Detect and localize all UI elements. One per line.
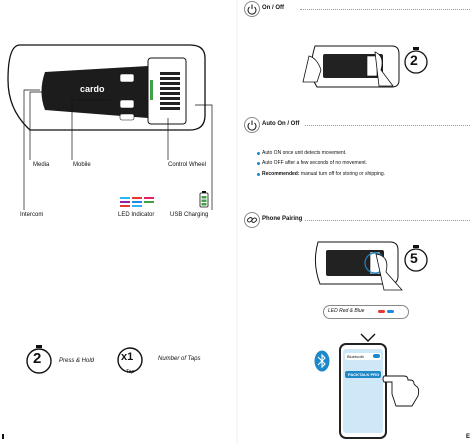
on-off-seconds: 2 bbox=[410, 52, 418, 68]
power-icon bbox=[244, 1, 260, 17]
bluetooth-icon bbox=[314, 350, 330, 372]
page-mark bbox=[2, 434, 4, 439]
press-hold-label: Press & Hold bbox=[59, 358, 95, 364]
on-off-title: On / Off bbox=[262, 5, 284, 11]
led-status-pill bbox=[323, 305, 409, 319]
led-status-label: LED Red & Blue bbox=[328, 308, 365, 314]
usb-charging-label: USB Charging bbox=[170, 212, 209, 218]
tap-icon bbox=[117, 347, 143, 373]
power-icon bbox=[244, 117, 260, 133]
tap-label: Tap bbox=[126, 369, 135, 375]
bluetooth-setting-row[interactable]: Bluetooth bbox=[345, 353, 381, 360]
checkmark-icon bbox=[360, 333, 376, 342]
number-of-taps-label: Number of Taps bbox=[158, 356, 201, 362]
media-label: Media bbox=[33, 162, 50, 168]
auto-bullet: Auto ON once unit detects movement. bbox=[257, 150, 347, 156]
auto-bullet: Auto OFF after a few seconds of no movem… bbox=[256, 160, 368, 166]
device-list-item[interactable]: PACKTALK PRO bbox=[345, 371, 381, 378]
phone-screen: Bluetooth PACKTALK PRO bbox=[343, 349, 383, 433]
link-icon bbox=[244, 212, 260, 228]
led-indicator-label: LED Indicator bbox=[118, 212, 155, 218]
mobile-label: Mobile bbox=[73, 162, 91, 168]
phone-pairing-title: Phone Pairing bbox=[262, 216, 303, 222]
auto-bullet: Recommended: manual turn off for storing… bbox=[256, 171, 386, 177]
press-hold-seconds: 2 bbox=[33, 350, 42, 367]
pairing-seconds: 5 bbox=[410, 250, 418, 266]
brand-logo: cardo bbox=[80, 84, 105, 94]
on-off-illustration bbox=[302, 45, 400, 88]
pairing-illustration bbox=[314, 241, 403, 291]
stopwatch-icon bbox=[404, 47, 428, 74]
auto-on-off-title: Auto On / Off bbox=[262, 121, 300, 127]
stopwatch-icon bbox=[26, 345, 52, 374]
led-blue-swatch bbox=[387, 310, 394, 313]
hand-icon bbox=[382, 375, 420, 407]
phone-frame: Bluetooth PACKTALK PRO bbox=[339, 343, 387, 439]
control-wheel-label: Control Wheel bbox=[168, 162, 207, 168]
led-red-swatch bbox=[378, 310, 385, 313]
bluetooth-toggle[interactable] bbox=[373, 354, 380, 358]
taps-symbol: x1 bbox=[121, 351, 134, 363]
intercom-label: Intercom bbox=[20, 212, 44, 218]
page-number: E bbox=[466, 434, 471, 440]
stopwatch-icon bbox=[404, 245, 428, 272]
